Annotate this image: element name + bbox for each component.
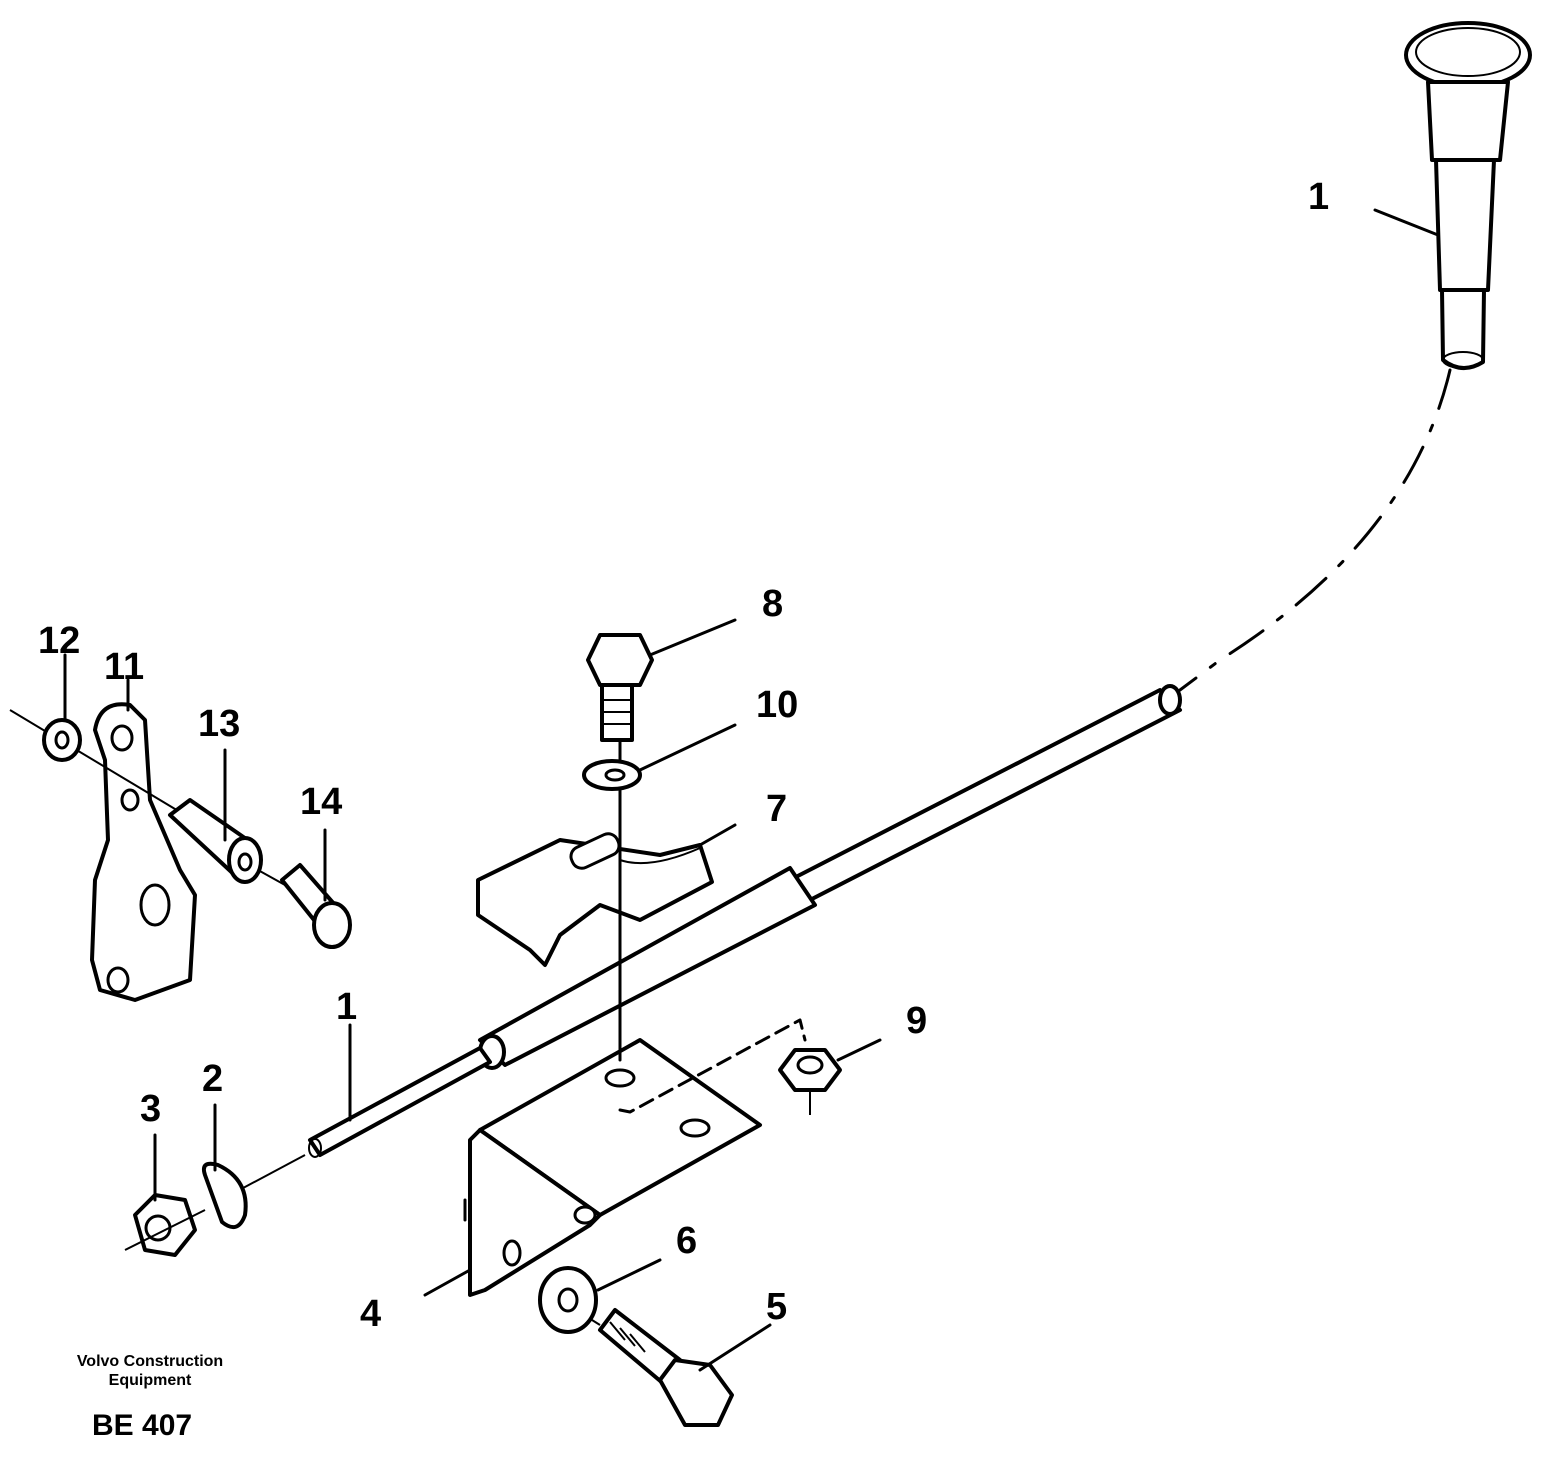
callout-2: 2	[202, 1058, 224, 1100]
hex-bolt-upper-part	[586, 633, 654, 1062]
callout-10: 10	[756, 684, 799, 726]
washer-small-part	[42, 718, 82, 762]
control-lever-part	[9, 702, 211, 1002]
lock-washer-part	[201, 1161, 248, 1230]
callout-13: 13	[198, 703, 241, 745]
cable-clamp-part	[476, 832, 714, 967]
callout-4: 4	[360, 1293, 382, 1335]
drawing-code: BE 407	[92, 1409, 193, 1442]
screw-part	[257, 863, 352, 949]
ball-joint-part	[168, 798, 263, 884]
callout-11: 11	[104, 646, 145, 688]
hex-nut-part	[124, 1193, 206, 1257]
brand-line-2: Equipment	[108, 1372, 192, 1390]
callout-9: 9	[906, 1000, 928, 1042]
callout-5: 5	[766, 1286, 788, 1328]
cable-sheath-part	[229, 684, 1182, 1196]
callout-8: 8	[762, 583, 784, 625]
callout-12: 12	[38, 620, 81, 662]
spring-washer-part	[582, 759, 642, 791]
lock-nut-part	[778, 1048, 842, 1115]
control-knob-part	[1404, 21, 1532, 370]
callout-7: 7	[766, 788, 788, 830]
brand-caption: Volvo Construction Equipment	[50, 1352, 250, 1390]
cable-routing-line	[1178, 368, 1452, 692]
flat-washer-part	[538, 1266, 598, 1334]
callout-1-bottom: 1	[336, 986, 358, 1028]
callout-1-top: 1	[1308, 176, 1330, 218]
mounting-bracket-part	[468, 1018, 807, 1297]
callout-14: 14	[300, 781, 343, 823]
callout-3: 3	[140, 1088, 162, 1130]
hex-bolt-lower-part	[559, 1299, 734, 1427]
callout-6: 6	[676, 1220, 698, 1262]
brand-line-1: Volvo Construction	[76, 1353, 224, 1370]
leader-lines	[63, 208, 1440, 1372]
